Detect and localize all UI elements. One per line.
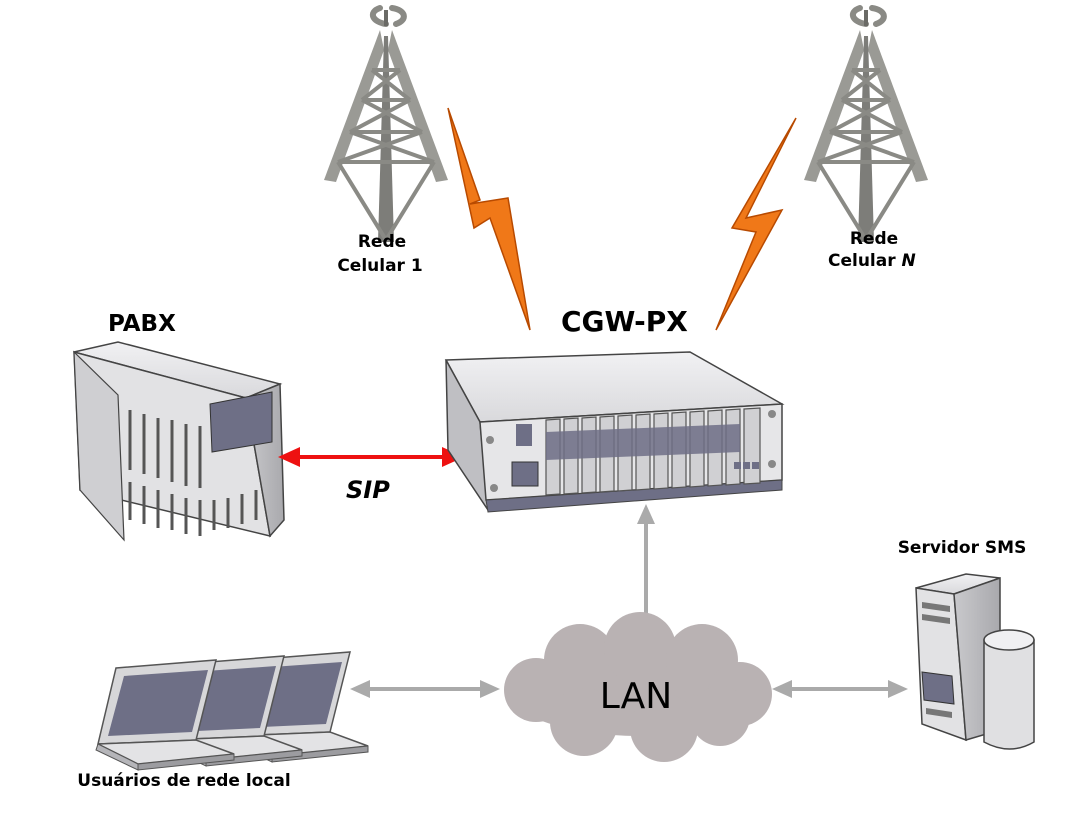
cgw-px-label: CGW-PX	[561, 305, 688, 338]
lightning-bolt-n	[715, 117, 797, 331]
tower1-label-line2: Celular 1	[337, 256, 422, 276]
local-users-label: Usuários de rede local	[77, 771, 290, 791]
laptop-group	[95, 651, 369, 771]
lightning-bolt-1	[447, 107, 531, 331]
towerN-label-line1: Rede	[850, 229, 898, 249]
users-lan-arrow	[350, 680, 500, 698]
pabx-label: PABX	[108, 311, 176, 337]
lan-cloud-icon	[504, 612, 772, 762]
tower-rede-celular-n	[804, 8, 928, 242]
pabx-cabinet-icon	[73, 341, 285, 542]
sip-arrow	[278, 447, 464, 467]
tower-rede-celular-1	[324, 8, 448, 242]
towerN-label-line2: Celular N	[828, 251, 916, 271]
lan-sms-arrow	[772, 680, 908, 698]
rack-gateway-icon	[444, 351, 785, 513]
sms-server-label: Servidor SMS	[898, 538, 1027, 558]
server-tower-icon	[915, 573, 1035, 750]
lan-label: LAN	[600, 676, 672, 717]
tower1-label-line1: Rede	[358, 232, 406, 252]
sip-label: SIP	[346, 476, 390, 504]
